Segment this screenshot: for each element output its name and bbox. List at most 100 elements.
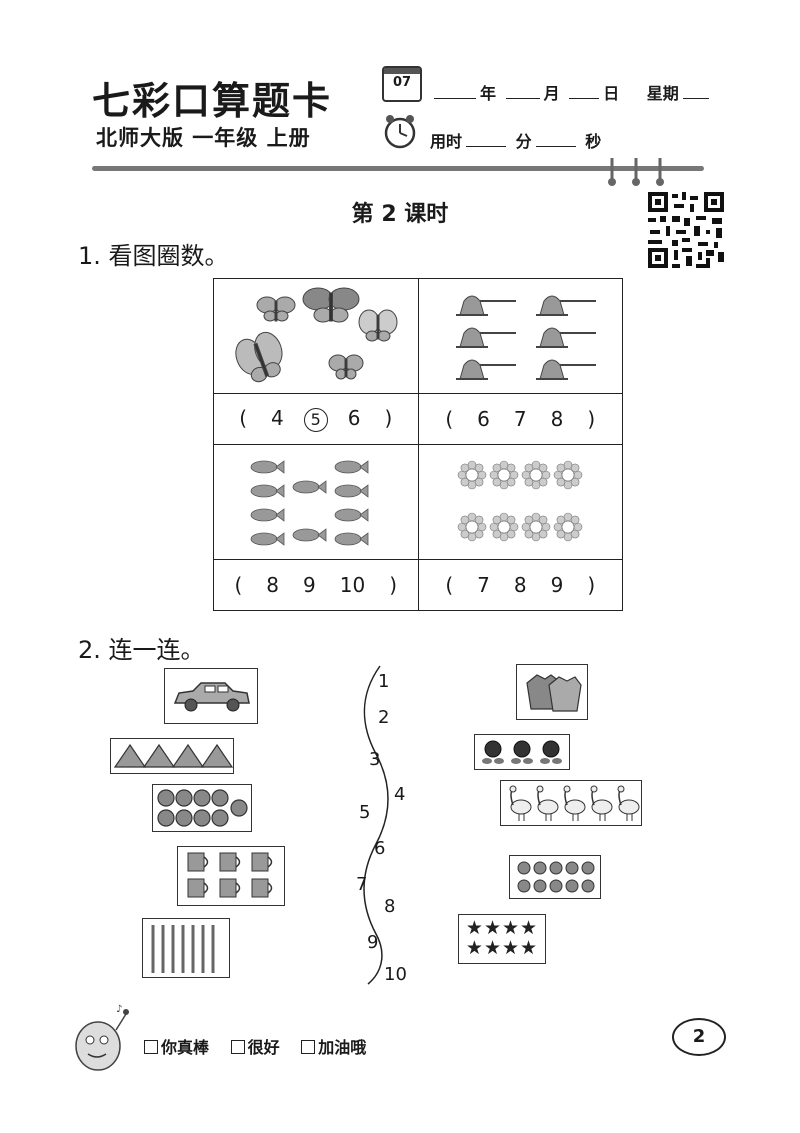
flower-icon <box>457 460 487 490</box>
option-7[interactable]: 7 <box>477 573 490 597</box>
question-1-title: 1. 看图圈数。 <box>78 242 229 270</box>
checkbox-keep-going[interactable] <box>301 1040 316 1054</box>
brand-title: 七彩口算题卡 <box>92 79 333 123</box>
date-fields: 年 月 日 星期 <box>430 80 713 104</box>
sticks-box[interactable] <box>142 918 230 978</box>
stars-icon: ★★★★★★★★ <box>465 917 539 959</box>
picture-cell-butterflies <box>213 278 419 394</box>
flower-icon <box>489 512 519 542</box>
fish-icon <box>250 460 285 474</box>
mugs-icon <box>187 852 273 898</box>
goose-icon <box>590 785 613 821</box>
number-4[interactable]: 4 <box>394 784 406 805</box>
circles-icon <box>157 789 248 827</box>
picture-cell-flowers <box>417 444 623 560</box>
bell-icon <box>456 327 517 348</box>
goose-icon <box>509 785 532 821</box>
mug-icon <box>219 878 241 898</box>
mugs-box[interactable] <box>177 846 285 906</box>
lesson-title: 第 2 课时 <box>351 202 449 227</box>
mug-icon <box>251 852 273 872</box>
checkbox-great[interactable] <box>144 1040 158 1054</box>
butterflies-icon <box>235 287 398 383</box>
mug-icon <box>251 878 273 898</box>
option-9[interactable]: 9 <box>550 573 564 597</box>
question-2-title: 2. 连一连。 <box>78 636 205 664</box>
checkbox-good[interactable] <box>230 1040 245 1054</box>
fish-icon <box>292 528 327 542</box>
option-9[interactable]: 9 <box>303 573 316 597</box>
option-8[interactable]: 8 <box>266 573 280 597</box>
number-8[interactable]: 8 <box>384 896 396 917</box>
flowers-icon <box>457 460 583 542</box>
fish-icon <box>334 532 369 546</box>
bell-icon <box>456 359 517 380</box>
roses-icon <box>482 740 562 764</box>
option-7[interactable]: 7 <box>513 407 527 431</box>
mug-icon <box>187 878 209 898</box>
fish-icon <box>250 460 369 546</box>
oranges-icon <box>517 861 595 893</box>
fish-icon <box>334 460 369 474</box>
clothes-icon <box>526 674 582 712</box>
bells-icon <box>456 295 597 380</box>
number-9[interactable]: 9 <box>367 932 379 953</box>
stars-box[interactable]: ★★★★★★★★ <box>458 914 546 964</box>
number-5[interactable]: 5 <box>359 802 371 823</box>
calendar-icon: 07 <box>382 66 422 102</box>
number-1[interactable]: 1 <box>378 671 390 692</box>
qr-code-icon[interactable] <box>646 190 726 270</box>
roses-box[interactable] <box>474 734 570 770</box>
number-6[interactable]: 6 <box>374 838 386 859</box>
geese-box[interactable] <box>500 780 642 826</box>
binding-rings-icon <box>608 158 664 186</box>
page-number: 2 <box>672 1018 726 1056</box>
option-5-circled[interactable]: 5 <box>303 408 328 432</box>
time-fields: 用时 分 秒 <box>430 132 602 151</box>
alarm-clock-icon <box>384 115 416 149</box>
sticks-icon <box>151 925 215 973</box>
clothes-box[interactable] <box>516 664 588 720</box>
fish-icon <box>250 484 285 498</box>
oranges-box[interactable] <box>509 855 601 899</box>
picture-cell-fish <box>213 444 419 560</box>
svg-text:♪: ♪ <box>116 1004 122 1015</box>
option-8[interactable]: 8 <box>550 407 564 431</box>
fish-icon <box>250 508 285 522</box>
number-3[interactable]: 3 <box>369 749 381 770</box>
flower-icon <box>457 512 487 542</box>
number-10[interactable]: 10 <box>384 964 407 985</box>
edition-label: 北师大版 一年级 上册 <box>96 126 311 150</box>
option-6[interactable]: 6 <box>477 407 490 431</box>
triangles-icon <box>113 743 234 768</box>
option-6[interactable]: 6 <box>347 406 361 430</box>
self-evaluation: 你真棒 很好 加油哦 <box>144 1034 382 1058</box>
bell-icon <box>536 359 597 380</box>
circles-box[interactable] <box>152 784 252 832</box>
mascot-icon: ♪ <box>75 1004 129 1071</box>
mug-icon <box>219 852 241 872</box>
fish-icon <box>334 508 369 522</box>
option-4[interactable]: 4 <box>271 406 284 430</box>
option-8[interactable]: 8 <box>513 573 527 597</box>
option-good[interactable]: 很好 <box>230 1038 280 1057</box>
header-divider <box>92 166 704 171</box>
car-box[interactable] <box>164 668 258 724</box>
flower-icon <box>489 460 519 490</box>
triangles-box[interactable] <box>110 738 234 774</box>
goose-icon <box>536 785 559 821</box>
goose-icon <box>617 785 640 821</box>
fish-icon <box>334 484 369 498</box>
bell-icon <box>536 295 597 316</box>
option-10[interactable]: 10 <box>339 573 366 597</box>
number-7[interactable]: 7 <box>356 874 368 895</box>
option-keep-going[interactable]: 加油哦 <box>301 1038 366 1057</box>
option-great[interactable]: 你真棒 <box>144 1038 209 1057</box>
goose-icon <box>563 785 586 821</box>
number-2[interactable]: 2 <box>378 707 390 728</box>
bell-icon <box>456 295 517 316</box>
flower-icon <box>553 460 583 490</box>
